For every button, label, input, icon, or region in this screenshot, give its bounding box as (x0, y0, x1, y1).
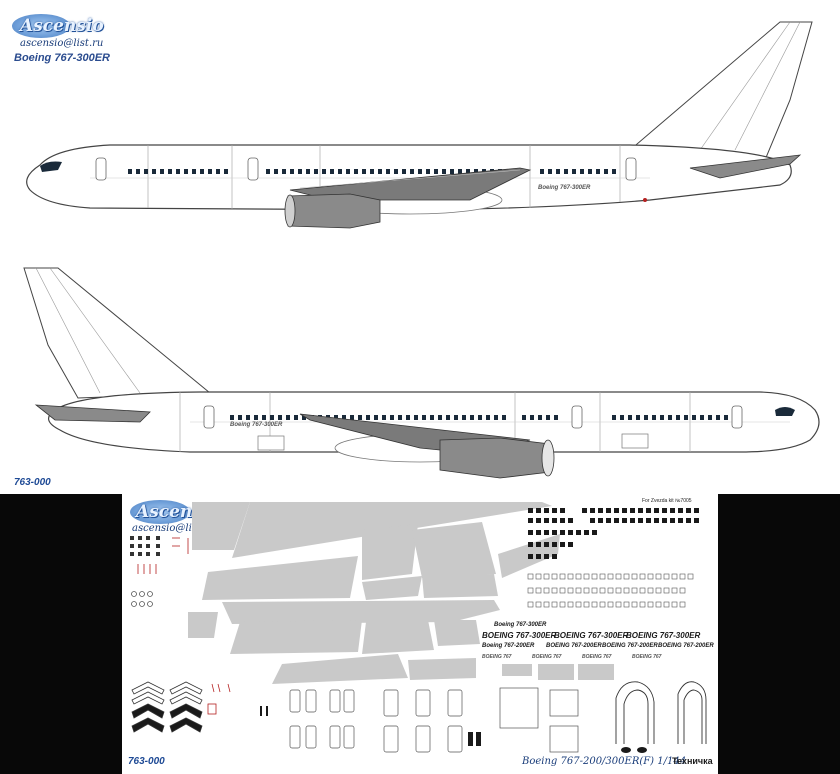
top-panel-code: 763-000 (14, 477, 51, 488)
decal-title-4: BOEING 767-300ER (626, 631, 701, 640)
decal-title-12: BOEING 767 (632, 654, 662, 660)
aircraft-right-side-view (26, 21, 813, 229)
decal-title-3: BOEING 767-300ER (554, 631, 629, 640)
decal-shapes (130, 502, 707, 753)
decal-title-5: Boeing 767-200ER (482, 643, 535, 649)
brand-email: ascensio@list.ru (20, 38, 104, 49)
decal-title-7: BOEING 767-200ER (602, 643, 658, 649)
decal-title-9: BOEING 767 (482, 654, 512, 660)
decal-title-8: BOEING 767-200ER (658, 643, 714, 649)
brand-logo: Ascensio (20, 16, 104, 36)
decal-brand-oval (130, 500, 190, 524)
fuselage-marking-bottom: Boeing 767-300ER (230, 422, 283, 428)
decal-title-11: BOEING 767 (582, 654, 612, 660)
decal-title-1: Boeing 767-300ER (494, 622, 547, 628)
decal-brand-email: ascensio@list.ru (132, 523, 216, 534)
decal-sheet-title: Boeing 767-200/300ER(F) 1/144 (522, 756, 687, 767)
aircraft-left-side-view (23, 267, 820, 479)
decal-title-6: BOEING 767-200ER (546, 643, 602, 649)
decal-sheet-label-ru: Техничка (672, 756, 713, 766)
brand-logo-oval (12, 14, 70, 38)
decal-title-2: BOEING 767-300ER (482, 631, 557, 640)
decal-sheet: Ascensio ascensio@list.ru For Zvezda kit… (122, 494, 718, 774)
model-title: Boeing 767-300ER (14, 52, 110, 64)
decal-sheet-code: 763-000 (128, 756, 165, 767)
decal-title-10: BOEING 767 (532, 654, 562, 660)
fuselage-marking-top: Boeing 767-300ER (538, 185, 591, 191)
kit-note: For Zvezda kit №7005 (642, 498, 692, 504)
